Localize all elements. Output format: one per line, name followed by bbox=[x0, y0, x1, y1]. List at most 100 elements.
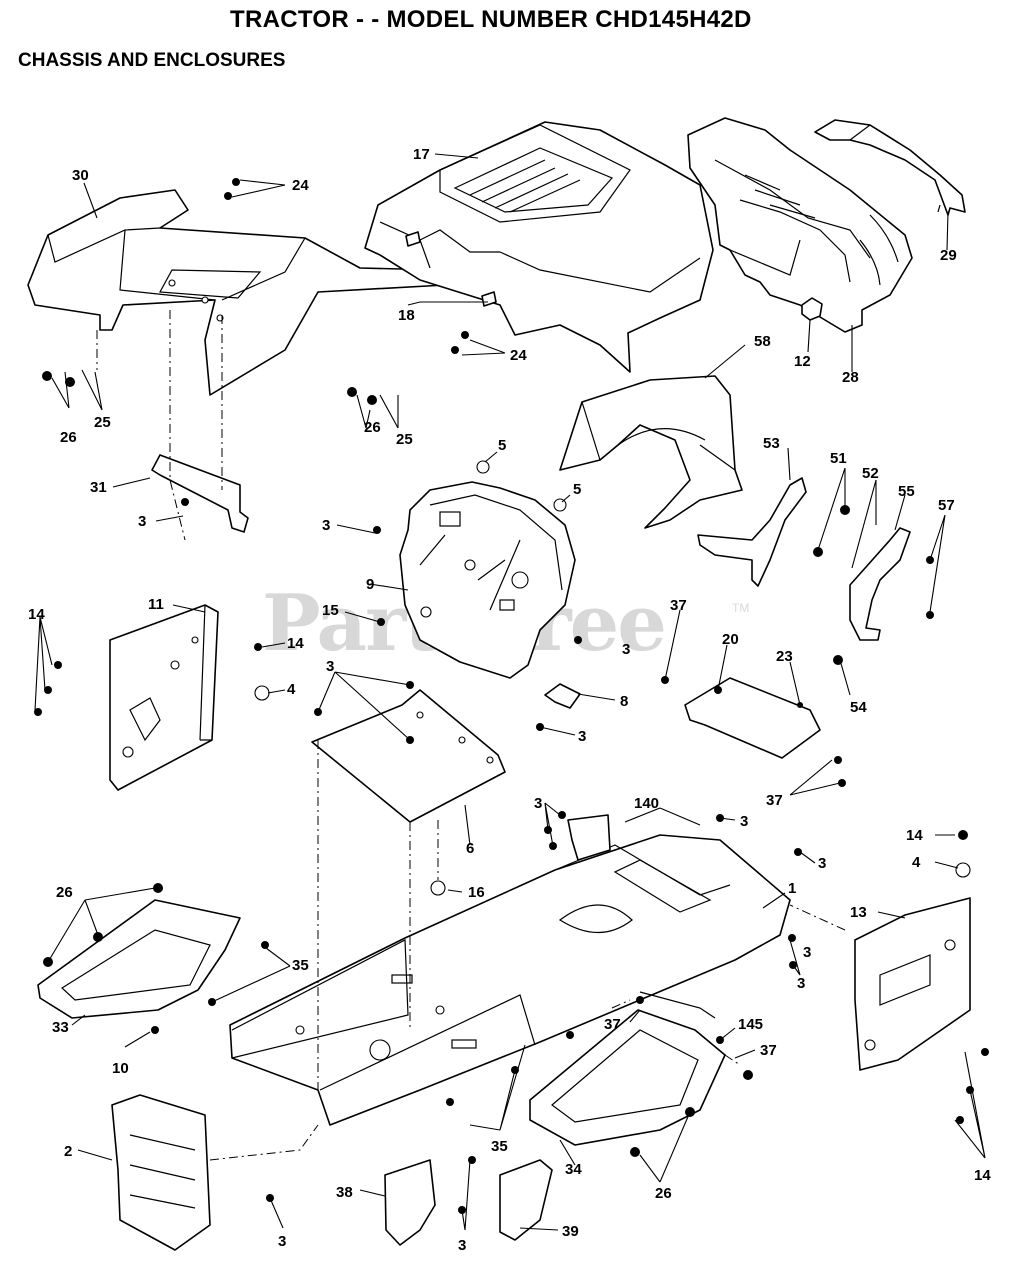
part-front-bracket bbox=[567, 814, 611, 861]
callout-5-side: 5 bbox=[573, 481, 581, 498]
callout-2: 2 bbox=[64, 1143, 72, 1160]
part-floor-plate bbox=[311, 689, 506, 823]
part-front-plate bbox=[111, 1094, 211, 1251]
callout-18: 18 bbox=[398, 307, 415, 324]
part-bracket-right bbox=[849, 527, 911, 641]
part-nut-side bbox=[553, 498, 567, 512]
part-right-side-panel bbox=[854, 897, 971, 1071]
callout-26-left: 26 bbox=[60, 429, 77, 446]
callout-57: 57 bbox=[938, 497, 955, 514]
callout-24-mid: 24 bbox=[510, 347, 527, 364]
callout-14-bottom: 14 bbox=[974, 1167, 991, 1184]
callout-37-a: 37 bbox=[670, 597, 687, 614]
page-title: TRACTOR - - MODEL NUMBER CHD145H42D bbox=[230, 6, 752, 33]
callout-12: 12 bbox=[794, 353, 811, 370]
callout-39: 39 bbox=[562, 1223, 579, 1240]
callout-140: 140 bbox=[634, 795, 659, 812]
callout-20: 20 bbox=[722, 631, 739, 648]
part-bracket-left bbox=[697, 477, 807, 587]
callout-55: 55 bbox=[898, 483, 915, 500]
callout-3-h: 3 bbox=[818, 855, 826, 872]
callout-8: 8 bbox=[620, 693, 628, 710]
callout-3-e: 3 bbox=[578, 728, 586, 745]
part-clip bbox=[801, 297, 823, 321]
callout-37-c: 37 bbox=[604, 1016, 621, 1033]
callout-145: 145 bbox=[738, 1016, 763, 1033]
callout-58: 58 bbox=[754, 333, 771, 350]
callout-30: 30 bbox=[72, 167, 89, 184]
callout-26-mid: 26 bbox=[364, 419, 381, 436]
callout-4-left: 4 bbox=[287, 681, 296, 698]
section-subtitle: CHASSIS AND ENCLOSURES bbox=[18, 50, 286, 71]
callout-3-l: 3 bbox=[458, 1237, 466, 1254]
part-dash-panel bbox=[399, 481, 576, 679]
callout-3-j: 3 bbox=[803, 944, 811, 961]
hardware-fasteners bbox=[34, 178, 989, 1214]
callout-14-right: 14 bbox=[906, 827, 923, 844]
callout-3-k: 3 bbox=[278, 1233, 286, 1250]
part-washer-right bbox=[955, 862, 971, 878]
callout-29: 29 bbox=[940, 247, 957, 264]
callout-25-left: 25 bbox=[94, 414, 111, 431]
part-steering-mount bbox=[684, 677, 821, 759]
part-nut-top bbox=[476, 460, 490, 474]
watermark-trademark: TM bbox=[732, 601, 749, 615]
callout-3-f: 3 bbox=[534, 795, 542, 812]
callout-28: 28 bbox=[842, 369, 859, 386]
part-front-bracket-left bbox=[384, 1159, 436, 1246]
callout-35-a: 35 bbox=[292, 957, 309, 974]
callout-15: 15 bbox=[322, 602, 339, 619]
callout-54: 54 bbox=[850, 699, 867, 716]
callout-3-g: 3 bbox=[740, 813, 748, 830]
callout-24-top: 24 bbox=[292, 177, 309, 194]
part-left-footrest bbox=[37, 899, 241, 1019]
callout-31: 31 bbox=[90, 479, 107, 496]
callout-1: 1 bbox=[788, 880, 796, 897]
callout-38: 38 bbox=[336, 1184, 353, 1201]
callout-37-d: 37 bbox=[760, 1042, 777, 1059]
callout-4-right: 4 bbox=[912, 854, 921, 871]
callout-3-d: 3 bbox=[622, 641, 630, 658]
callout-16: 16 bbox=[468, 884, 485, 901]
part-washer bbox=[254, 685, 270, 701]
callout-10: 10 bbox=[112, 1060, 129, 1077]
part-front-bracket-right bbox=[499, 1159, 553, 1241]
part-grill-insert bbox=[814, 119, 966, 216]
callout-6: 6 bbox=[466, 840, 474, 857]
callout-52: 52 bbox=[862, 465, 879, 482]
part-right-footrest bbox=[529, 1009, 726, 1146]
alignment-lines bbox=[96, 310, 846, 1161]
part-left-side-panel bbox=[109, 604, 219, 791]
callout-25-mid: 25 bbox=[396, 431, 413, 448]
part-grill-housing bbox=[687, 117, 913, 333]
part-main-frame bbox=[229, 834, 791, 1126]
part-rod bbox=[639, 991, 716, 1019]
callout-53: 53 bbox=[763, 435, 780, 452]
callout-3-b: 3 bbox=[322, 517, 330, 534]
part-rear-bracket bbox=[151, 454, 249, 533]
callout-35-b: 35 bbox=[491, 1138, 508, 1155]
part-dash-shield bbox=[559, 375, 743, 529]
callout-33: 33 bbox=[52, 1019, 69, 1036]
part-rear-fender bbox=[27, 189, 446, 396]
callout-5-top: 5 bbox=[498, 437, 506, 454]
part-wire-clip bbox=[544, 683, 581, 709]
callout-14-mid: 14 bbox=[287, 635, 304, 652]
callout-9: 9 bbox=[366, 576, 374, 593]
callout-51: 51 bbox=[830, 450, 847, 467]
callout-37-b: 37 bbox=[766, 792, 783, 809]
callout-26-a: 26 bbox=[56, 884, 73, 901]
part-nut bbox=[430, 880, 446, 896]
callout-26-b: 26 bbox=[655, 1185, 672, 1202]
callout-3-i: 3 bbox=[797, 975, 805, 992]
callout-13: 13 bbox=[850, 904, 867, 921]
leader-lines bbox=[34, 153, 986, 1231]
callout-3-c: 3 bbox=[326, 658, 334, 675]
callout-14-left: 14 bbox=[28, 606, 45, 623]
callout-11: 11 bbox=[148, 596, 164, 613]
callout-labels: 30 24 17 29 24 25 26 18 12 28 58 25 26 5… bbox=[28, 146, 991, 1254]
callout-17: 17 bbox=[413, 146, 430, 163]
callout-34: 34 bbox=[565, 1161, 582, 1178]
